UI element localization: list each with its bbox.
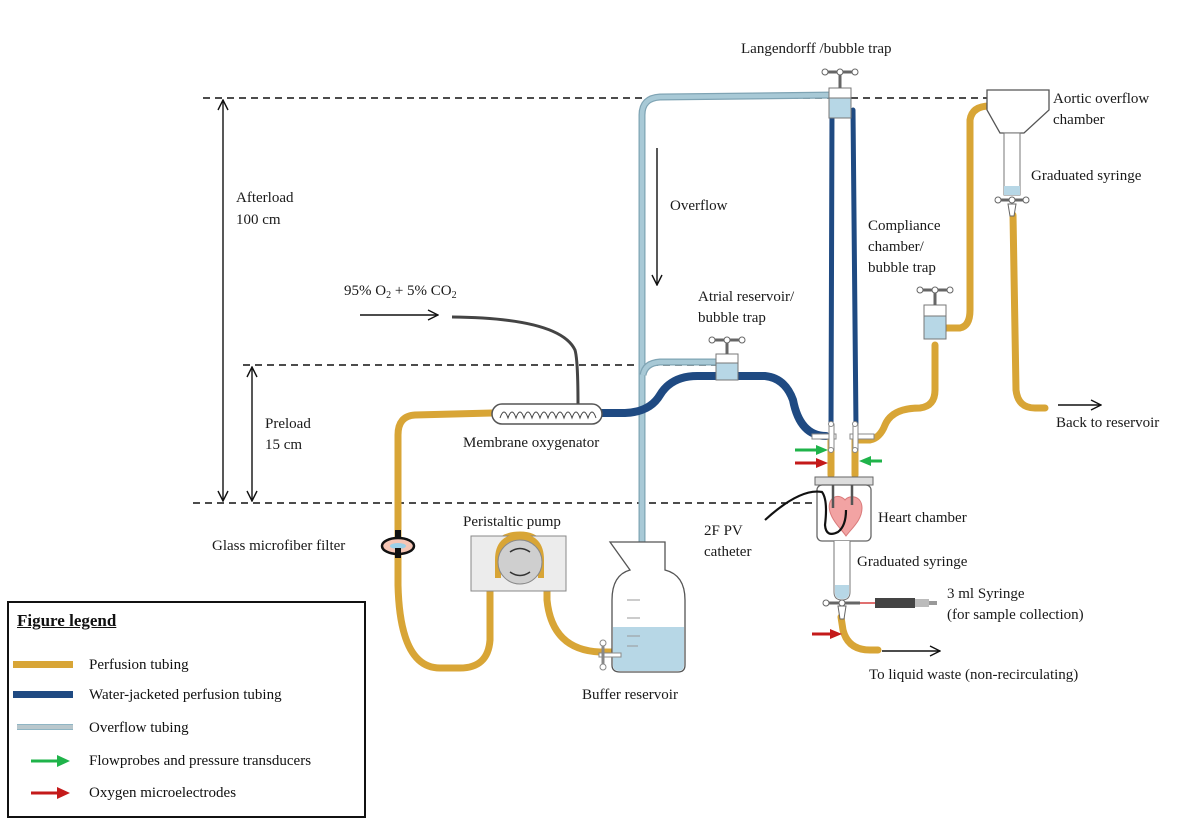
aortic-overflow-label-line2: chamber — [1053, 112, 1105, 128]
overflow-tubing-swatch — [17, 724, 73, 730]
heart-chamber — [814, 476, 874, 542]
peristaltic-pump-label: Peristaltic pump — [463, 514, 561, 530]
atrial-reservoir-label: Atrial reservoir/ bubble trap — [698, 287, 794, 329]
membrane-oxygenator-label: Membrane oxygenator — [463, 435, 600, 451]
legend-item-label: Water-jacketed perfusion tubing — [89, 687, 282, 703]
water-jacketed-tubing — [597, 107, 859, 440]
legend-item-overflow: Overflow tubing — [9, 718, 359, 740]
atrial-reservoir — [708, 336, 746, 381]
to-liquid-waste-label: To liquid waste (non-recirculating) — [869, 667, 1079, 683]
red-arrow-icon — [31, 787, 70, 799]
gas-line — [451, 315, 580, 406]
overflow-tubing — [638, 91, 836, 598]
flowprobe-arrow-aortic — [795, 445, 828, 455]
langendorff-label: Langendorff /bubble trap — [741, 41, 892, 57]
graduated-syringe-bottom — [822, 541, 860, 620]
oxygen-arrow-aortic — [795, 458, 828, 468]
gas-co2-text: + 5% CO — [391, 283, 452, 299]
pump-rotor-icon — [497, 539, 543, 585]
water-jacketed-tubing-swatch — [13, 691, 73, 698]
sample-syringe-3ml — [860, 598, 937, 608]
peristaltic-pump — [470, 533, 567, 592]
legend-item-label: Perfusion tubing — [89, 657, 189, 673]
atrial-label-line2: bubble trap — [698, 310, 766, 326]
buffer-reservoir — [598, 541, 686, 673]
flowprobe-arrow-atrial — [859, 456, 882, 466]
pv-catheter-label: 2F PV catheter — [704, 521, 751, 563]
atrial-label-line1: Atrial reservoir/ — [698, 289, 795, 305]
perfusion-tubing — [394, 102, 1049, 672]
oxygen-arrow-effluent — [812, 629, 842, 639]
langendorff-bubble-trap — [821, 68, 859, 119]
legend-item-label: Overflow tubing — [89, 720, 189, 736]
graduated-syringe-top-label: Graduated syringe — [1031, 168, 1142, 184]
green-arrow-icon — [31, 755, 70, 767]
pv-catheter-label-line1: 2F PV — [704, 523, 743, 539]
sample-syringe-label-line1: 3 ml Syringe — [947, 586, 1025, 602]
glass-filter-label: Glass microfiber filter — [212, 538, 346, 554]
aortic-atrial-stopcocks — [811, 421, 875, 453]
gas-o2-subscript: 2 — [386, 290, 392, 301]
compliance-label-line1: Compliance — [868, 218, 941, 234]
gas-co2-subscript: 2 — [451, 290, 457, 301]
compliance-chamber-label: Compliance chamber/ bubble trap — [868, 216, 940, 279]
preload-label: Preload 15 cm — [265, 414, 311, 456]
legend-item-water-jacketed: Water-jacketed perfusion tubing — [9, 685, 359, 707]
legend-item-flowprobe: Flowprobes and pressure transducers — [9, 751, 359, 773]
legend-item-label: Oxygen microelectrodes — [89, 785, 237, 801]
compliance-label-line3: bubble trap — [868, 260, 936, 276]
compliance-label-line2: chamber/ — [868, 239, 924, 255]
afterload-label: Afterload 100 cm — [236, 187, 293, 231]
aortic-overflow-chamber — [986, 89, 1050, 217]
afterload-label-line2: 100 cm — [236, 212, 281, 228]
membrane-oxygenator — [491, 403, 603, 425]
pv-catheter-label-line2: catheter — [704, 544, 752, 560]
perfusion-tubing-swatch — [13, 661, 73, 668]
sample-syringe-label: 3 ml Syringe (for sample collection) — [947, 584, 1084, 626]
buffer-reservoir-label: Buffer reservoir — [582, 687, 678, 703]
legend-item-perfusion: Perfusion tubing — [9, 655, 359, 677]
gas-mixture-label: 95% O2 + 5% CO2 — [344, 282, 457, 301]
glass-microfiber-filter — [380, 530, 416, 558]
back-to-reservoir-label: Back to reservoir — [1056, 415, 1160, 431]
heart-chamber-label: Heart chamber — [878, 510, 967, 526]
preload-label-line1: Preload — [265, 416, 311, 432]
sample-syringe-label-line2: (for sample collection) — [947, 607, 1084, 623]
aortic-overflow-label-line1: Aortic overflow — [1053, 91, 1150, 107]
aortic-overflow-label: Aortic overflow chamber — [1053, 89, 1149, 131]
pv-catheter — [764, 490, 848, 535]
graduated-syringe-bottom-label: Graduated syringe — [857, 554, 968, 570]
legend-item-oxygen: Oxygen microelectrodes — [9, 783, 359, 805]
figure-legend: Figure legend Perfusion tubing Water-jac… — [7, 601, 366, 818]
overflow-label: Overflow — [670, 198, 728, 214]
legend-title: Figure legend — [17, 611, 117, 630]
preload-label-line2: 15 cm — [265, 437, 303, 453]
compliance-chamber — [916, 286, 954, 340]
gas-o2-text: 95% O — [344, 283, 387, 299]
legend-item-label: Flowprobes and pressure transducers — [89, 753, 312, 769]
afterload-label-line1: Afterload — [236, 190, 294, 206]
